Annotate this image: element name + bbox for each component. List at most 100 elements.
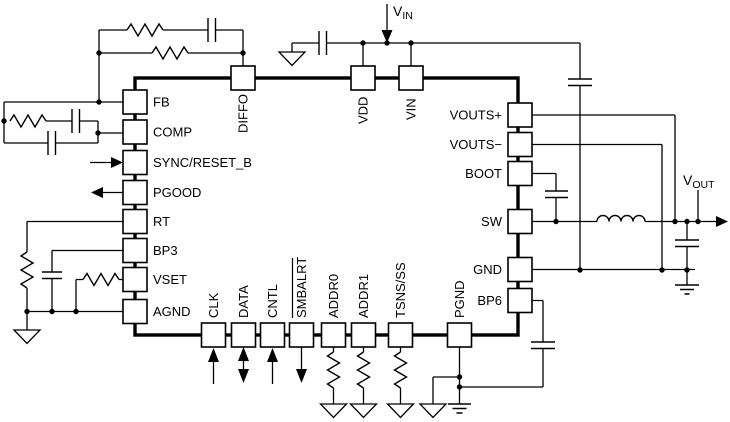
- arrowhead-left-icon: [91, 187, 103, 198]
- vin-rail: [277, 4, 592, 270]
- pin-data: [230, 322, 257, 348]
- capacitor: [545, 190, 568, 199]
- junction-dot: [659, 267, 665, 273]
- arrowhead-down-icon: [381, 30, 393, 43]
- ground-icon: [277, 51, 307, 67]
- wire: [75, 278, 123, 312]
- junction-dot: [456, 374, 463, 380]
- output-stage: [532, 114, 728, 295]
- addr0-pulldown: [318, 347, 349, 419]
- wire: [26, 220, 123, 312]
- pin-label-smbalrt: SMBALRT: [294, 257, 309, 318]
- pin-fb: [122, 89, 148, 115]
- vout-base: V: [683, 172, 693, 188]
- pin-label-pgood: PGOOD: [153, 185, 201, 200]
- junction-dot: [577, 267, 583, 273]
- pin-label-addr0: ADDR0: [326, 274, 341, 318]
- pin-label-clk: CLK: [206, 292, 221, 318]
- data-bidir-arrow: [238, 347, 249, 383]
- pin-bp3: [122, 237, 148, 264]
- capacitor: [531, 341, 555, 350]
- pin-clk: [200, 322, 227, 348]
- pin-label-gnd: GND: [473, 262, 502, 277]
- wire: [532, 114, 676, 222]
- vin-sub: IN: [402, 10, 413, 22]
- pin-label-cntl: CNTL: [265, 284, 280, 318]
- vout-sub: OUT: [692, 179, 715, 191]
- pin-sw: [507, 208, 533, 235]
- arrowhead-right-icon: [111, 157, 123, 168]
- junction-dot: [96, 50, 102, 56]
- pin-vouts-plus: [507, 102, 533, 128]
- pin-vin: [398, 65, 424, 91]
- vout-net-label: VOUT: [683, 172, 715, 191]
- pin-label-diffo: DIFFO: [236, 94, 251, 133]
- resistor: [82, 272, 120, 287]
- wire: [291, 42, 580, 52]
- ground-icon: [385, 403, 416, 419]
- pin-label-vin: VIN: [404, 98, 419, 120]
- pin-boxes: [122, 65, 533, 348]
- pin-label-vouts-minus: VOUTS−: [450, 137, 502, 152]
- junction-dot: [684, 218, 690, 225]
- pin-vset: [122, 266, 148, 293]
- junction-dot: [672, 218, 678, 225]
- earth-ground-icon: [448, 403, 471, 414]
- pin-label-fb: FB: [153, 95, 170, 110]
- arrowhead-up-icon: [267, 348, 278, 362]
- pgood-output-arrow: [91, 187, 123, 198]
- junction-dot: [553, 218, 559, 225]
- wire: [432, 347, 461, 404]
- wire: [26, 310, 123, 330]
- inductor: [596, 214, 646, 222]
- wire: [362, 43, 412, 66]
- vin-base: V: [393, 3, 403, 19]
- junction-dot: [684, 267, 690, 273]
- resistor: [9, 113, 47, 129]
- wire: [98, 29, 244, 102]
- pin-comp: [122, 119, 148, 145]
- pin-addr0: [320, 322, 347, 348]
- pin-vdd: [350, 65, 376, 91]
- junction-dot: [408, 40, 414, 46]
- pin-bp6: [507, 287, 533, 314]
- pin-pgood: [122, 179, 148, 206]
- pin-label-comp: COMP: [153, 125, 192, 140]
- addr1-pulldown: [348, 347, 379, 419]
- capacitor: [47, 131, 57, 155]
- fb-comp-network: [1, 99, 123, 155]
- pin-cntl: [259, 322, 286, 348]
- resistor: [19, 251, 35, 289]
- capacitor: [207, 18, 217, 42]
- pin-label-vdd: VDD: [356, 97, 371, 124]
- pgnd-network: [418, 299, 555, 419]
- pin-label-boot: BOOT: [465, 166, 502, 181]
- resistor: [393, 351, 408, 389]
- pin-label-bp6: BP6: [477, 293, 502, 308]
- junction-dot: [456, 384, 463, 390]
- pin-smbalrt: [288, 322, 315, 348]
- pin-label-sync-reset-b: SYNC/RESET_B: [153, 155, 252, 170]
- capacitor: [568, 78, 592, 87]
- pin-label-addr1: ADDR1: [356, 274, 371, 318]
- junction-dot: [73, 308, 79, 315]
- arrowhead-up-icon: [238, 347, 249, 361]
- pin-label-rt: RT: [153, 214, 170, 229]
- junction-dot: [24, 308, 30, 315]
- pin-label-agnd: AGND: [153, 304, 191, 319]
- junction-dot: [384, 40, 390, 46]
- tsns-pulldown: [385, 347, 416, 419]
- sync-input-arrow: [90, 157, 123, 168]
- arrowhead-down-icon: [238, 369, 249, 383]
- ground-icon: [418, 403, 448, 419]
- pin-label-vouts-plus: VOUTS+: [450, 108, 502, 123]
- junction-dot: [360, 40, 366, 46]
- pin-pgnd: [446, 322, 473, 348]
- ground-icon: [348, 403, 379, 419]
- pin-gnd: [507, 256, 533, 283]
- resistor: [126, 22, 164, 38]
- pin-sync-reset-b: [122, 149, 148, 176]
- pin-label-sw: SW: [481, 214, 503, 229]
- capacitor: [318, 31, 328, 55]
